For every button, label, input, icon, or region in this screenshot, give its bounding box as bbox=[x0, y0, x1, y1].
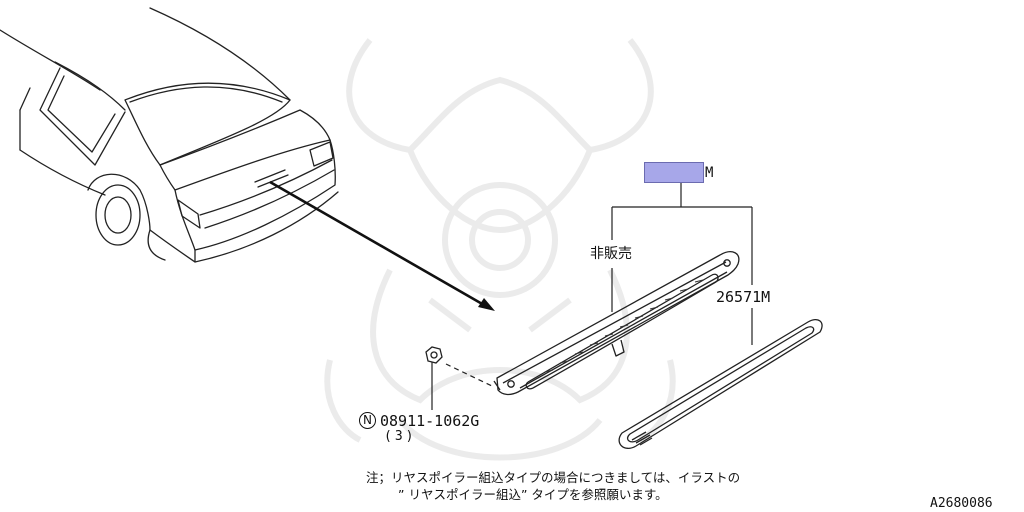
stop-lamp-segments bbox=[544, 279, 704, 373]
leader-arrow bbox=[269, 180, 495, 311]
stop-lamp-assembly bbox=[493, 251, 740, 396]
not-sold-label: 非販売 bbox=[590, 246, 632, 262]
lamp-lens bbox=[618, 318, 823, 449]
watermark-emblem bbox=[324, 38, 676, 461]
n-symbol-icon: N bbox=[359, 412, 376, 429]
nut-quantity: (3) bbox=[384, 429, 417, 444]
part-number-nut: 08911-1062G bbox=[380, 412, 480, 430]
car-illustration bbox=[0, 7, 339, 263]
part-number-box bbox=[644, 162, 704, 183]
part-box-suffix: M bbox=[705, 165, 714, 181]
part-number-lens: 26571M bbox=[716, 288, 771, 306]
callout-lines bbox=[431, 183, 753, 410]
note-line-1: 注；リヤスポイラー組込タイプの場合につきましては、イラストの bbox=[366, 470, 741, 485]
diagram-code: A2680086 bbox=[930, 496, 993, 511]
nut-icon bbox=[425, 346, 443, 364]
note-line-2: ” リヤスポイラー組込” タイプを参照願います。 bbox=[398, 487, 668, 502]
